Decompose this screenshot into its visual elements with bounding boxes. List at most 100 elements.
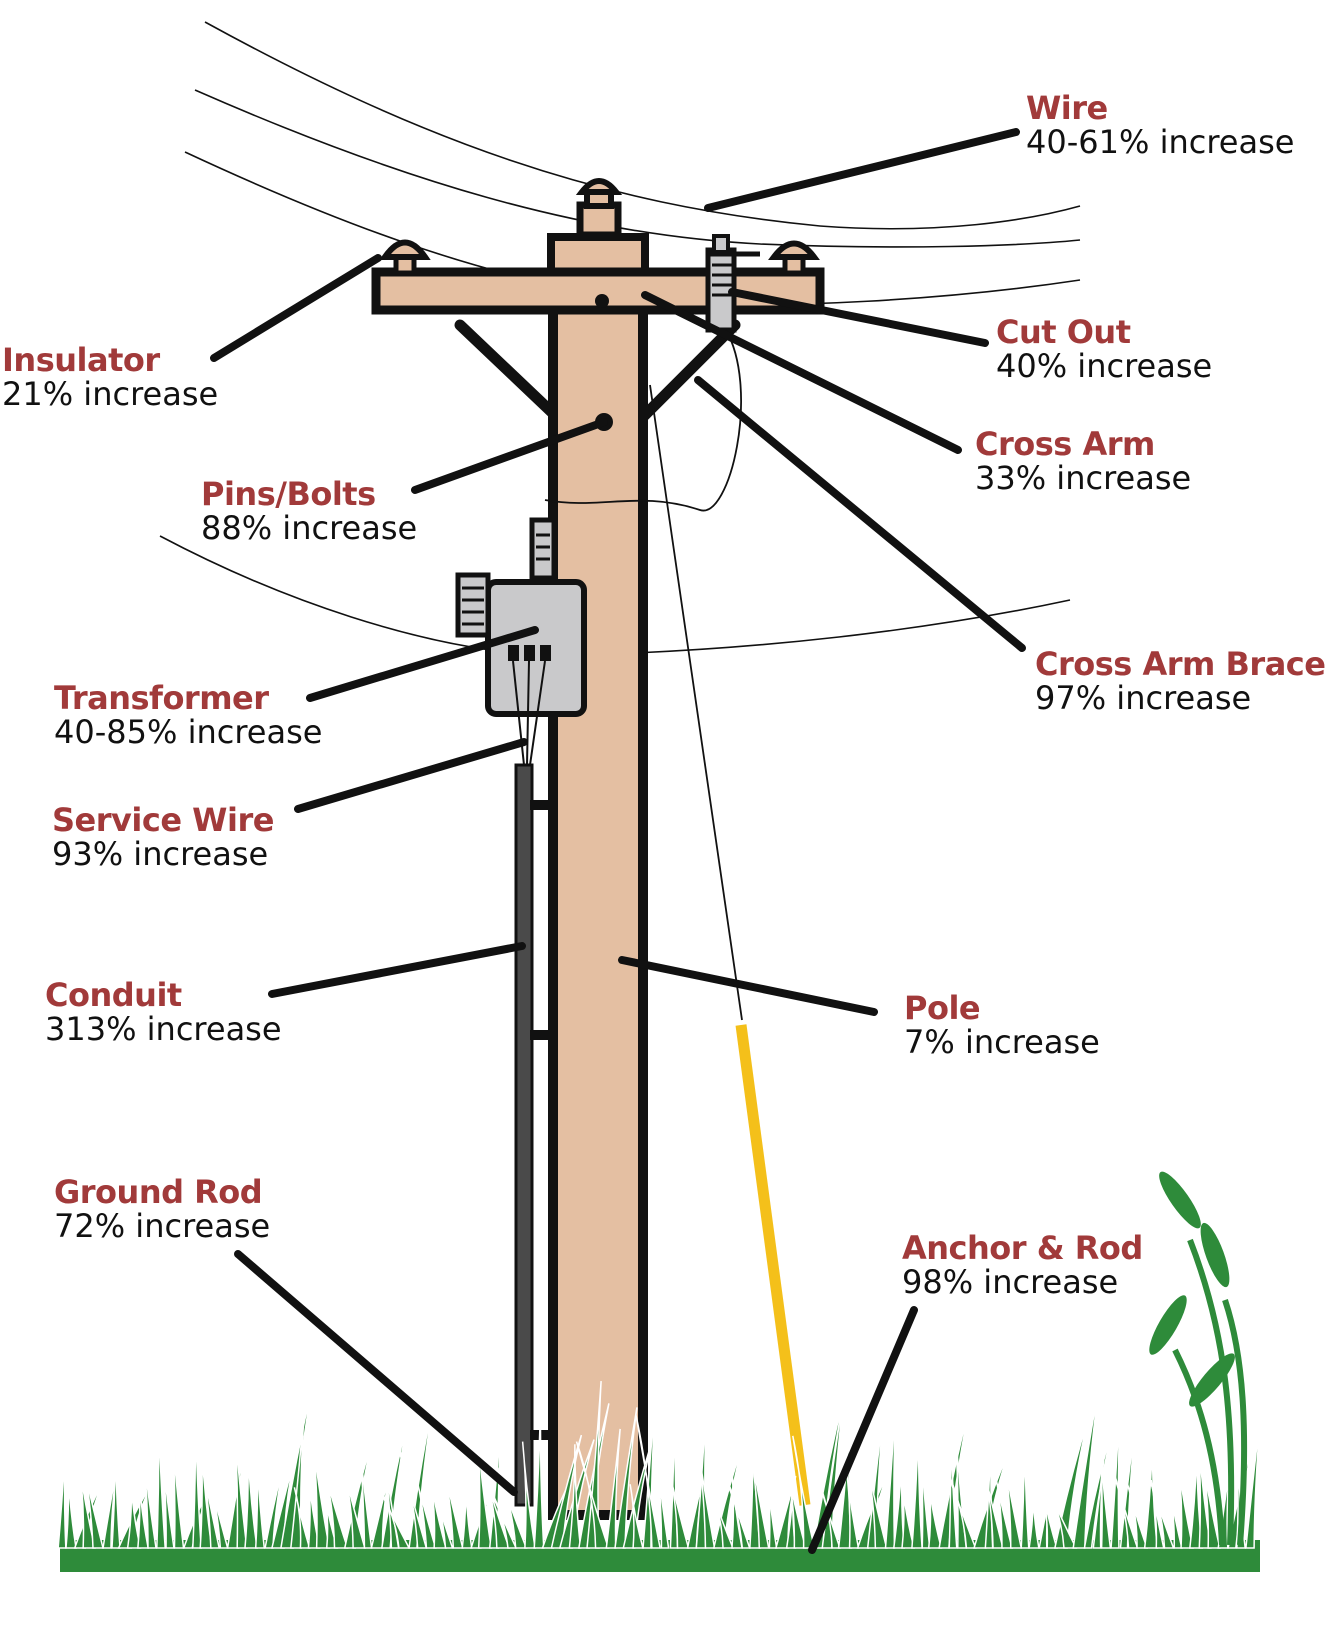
grass-blade (568, 1444, 582, 1549)
grass-blade (900, 1476, 915, 1549)
grass-blade (575, 1441, 610, 1549)
grass-blade (1039, 1471, 1078, 1549)
label-value: 40-85% increase (54, 713, 323, 751)
grass-blade (629, 1484, 644, 1549)
reed-head (1200, 1222, 1230, 1288)
label-transformer: Transformer 40-85% increase (54, 682, 322, 748)
label-value: 40% increase (996, 347, 1213, 385)
leader-line-cross-arm-brace (694, 376, 1026, 652)
grass-blade (614, 1407, 638, 1549)
left-insulator (379, 239, 431, 276)
label-value: 97% increase (1035, 679, 1252, 717)
label-name: Pins/Bolts (201, 475, 376, 513)
transformer-unit (455, 517, 587, 766)
grass-blade (663, 1447, 690, 1549)
label-value: 313% increase (45, 1010, 282, 1048)
leader-line-pole (618, 956, 878, 1016)
grass-blade (156, 1381, 167, 1549)
leader-line-transformer (306, 626, 539, 702)
leader-line-wire (704, 128, 1020, 212)
label-conduit: Conduit 313% increase (45, 979, 282, 1045)
grass-blade (707, 1480, 735, 1549)
grass-blade (374, 1398, 400, 1549)
grass-blade (948, 1394, 958, 1549)
grass-blade (926, 1474, 943, 1549)
reed-stem (1172, 1348, 1225, 1546)
grass-blade (1143, 1431, 1159, 1549)
grass-blade (137, 1469, 150, 1549)
grass-blade (1039, 1480, 1058, 1549)
grass-blade (918, 1422, 931, 1549)
label-name: Cross Arm (975, 425, 1155, 463)
grass-blade (1020, 1417, 1030, 1549)
grass-blade (739, 1390, 770, 1549)
reed-stem (1222, 1299, 1248, 1546)
leader-line-conduit (268, 942, 526, 998)
label-name: Wire (1026, 89, 1108, 127)
label-name: Insulator (2, 341, 160, 379)
grass-blade (1109, 1462, 1139, 1549)
grass-blade (1097, 1420, 1112, 1549)
leader-line-cut-out (728, 288, 989, 347)
grass-blade (474, 1408, 493, 1549)
grass-blade (1147, 1473, 1175, 1549)
grass-blade (111, 1428, 121, 1549)
grass-blade (374, 1480, 411, 1549)
grass-blade (976, 1438, 1004, 1549)
anchor-rod (735, 1024, 811, 1506)
grass-blade (817, 1480, 841, 1549)
grass-blade (586, 1381, 602, 1549)
label-service-wire: Service Wire 93% increase (52, 804, 274, 870)
grass-blade (159, 1429, 175, 1549)
grass-blade (635, 1415, 662, 1549)
grass-blade (264, 1463, 285, 1549)
right-insulator (768, 240, 820, 276)
grass-blade (71, 1417, 104, 1549)
label-value: 88% increase (201, 509, 418, 547)
grass-blade (1195, 1416, 1212, 1549)
grass-blade (858, 1425, 888, 1549)
grass-blade (844, 1459, 860, 1549)
grass-blade (550, 1434, 583, 1549)
reeds (1149, 1171, 1248, 1546)
label-name: Conduit (45, 976, 182, 1014)
overhead-wire (159, 535, 491, 651)
label-value: 7% increase (904, 1023, 1100, 1061)
grass-blade (199, 1423, 213, 1549)
grass-blade (485, 1480, 518, 1549)
label-cut-out: Cut Out 40% increase (996, 316, 1212, 382)
grass-blade (1245, 1404, 1263, 1549)
label-value: 40-61% increase (1026, 123, 1295, 161)
grass-blade (943, 1462, 977, 1549)
label-cross-arm-brace: Cross Arm Brace 97% increase (1035, 645, 1326, 717)
grass-blade (792, 1435, 816, 1549)
reed-head (1159, 1171, 1201, 1229)
leader-line-pins-bolts (411, 418, 608, 494)
leader-line-anchor-rod (808, 1306, 918, 1554)
bolt (595, 294, 609, 308)
label-insulator: Insulator 21% increase (2, 344, 218, 410)
grass-blade (192, 1418, 221, 1549)
grass-blade (192, 1392, 203, 1549)
label-value: 72% increase (54, 1207, 271, 1245)
grass-blade (370, 1472, 391, 1549)
label-name: Ground Rod (54, 1173, 263, 1211)
leader-lines (210, 128, 1026, 1554)
label-value: 21% increase (2, 375, 219, 413)
grass-blade (1110, 1385, 1122, 1549)
leader-line-cross-arm (641, 291, 962, 454)
grass-blade (783, 1451, 807, 1549)
grass-blade (102, 1464, 119, 1549)
grass (57, 1380, 1263, 1572)
grass-blade (605, 1428, 621, 1549)
grass-blade (57, 1436, 67, 1549)
grass-blade (1028, 1489, 1040, 1549)
grass-blade (884, 1384, 898, 1549)
conduit-pipe (514, 763, 552, 1507)
grass-blade (1092, 1455, 1105, 1549)
grass-blade (335, 1438, 366, 1549)
grass-blade (730, 1462, 743, 1549)
label-name: Cross Arm Brace (1035, 645, 1326, 683)
leader-line-ground-rod (234, 1250, 518, 1496)
label-cross-arm: Cross Arm 33% increase (975, 428, 1191, 494)
